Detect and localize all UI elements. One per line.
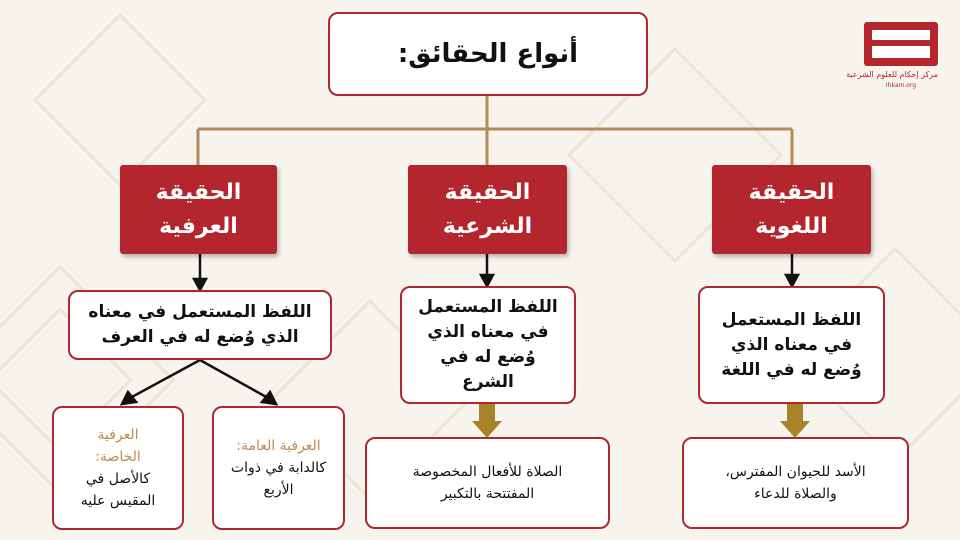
subtype-khassa-line1: كالأصل في — [85, 471, 151, 487]
logo-subtext: Ihkam.org — [885, 82, 917, 89]
example-lughawi-line2: والصلاة للدعاء — [754, 486, 837, 502]
category-urfi: الحقيقة العرفية — [120, 165, 277, 254]
definition-urfi-line2: الذي وُضع له في العرف — [101, 327, 299, 347]
definition-urfi-line1: اللفظ المستعمل في معناه — [88, 302, 312, 322]
logo-text: مركز إحكام للعلوم الشرعية — [846, 70, 938, 79]
subtype-khassa-line2: المقيس عليه — [80, 493, 156, 509]
category-shari-line2: الشرعية — [442, 213, 533, 239]
definition-shari-line1: اللفظ المستعمل — [418, 297, 558, 317]
example-shari: الصلاة للأفعال المخصوصة المفتتحة بالتكبي… — [365, 437, 610, 529]
example-shari-line1: الصلاة للأفعال المخصوصة — [412, 464, 563, 480]
subtype-amma: العرفية العامة: كالدابة في ذوات الأربع — [212, 406, 345, 530]
definition-lughawi-line3: وُضع له في اللغة — [721, 359, 862, 380]
subtype-amma-label: العرفية العامة: — [236, 438, 321, 454]
example-shari-line2: المفتتحة بالتكبير — [440, 486, 535, 502]
category-shari: الحقيقة الشرعية — [408, 165, 567, 254]
definition-shari: اللفظ المستعمل في معناه الذي وُضع له في … — [400, 286, 576, 404]
definition-lughawi-line2: في معناه الذي — [730, 334, 853, 355]
definition-shari-line2: في معناه الذي — [427, 322, 549, 342]
logo: مركز إحكام للعلوم الشرعية Ihkam.org — [846, 22, 938, 90]
example-lughawi-line1: الأسد للحيوان المفترس، — [725, 464, 866, 480]
page-title: أنواع الحقائق: — [328, 12, 648, 96]
category-urfi-line1: الحقيقة — [155, 179, 242, 205]
example-lughawi: الأسد للحيوان المفترس، والصلاة للدعاء — [682, 437, 909, 529]
category-lughawi-line2: اللغوية — [755, 213, 828, 239]
subtype-khassa-label1: العرفية — [97, 427, 139, 443]
title-text: أنواع الحقائق: — [397, 39, 579, 69]
subtype-khassa: العرفية الخاصة: كالأصل في المقيس عليه — [52, 406, 184, 530]
category-shari-line1: الحقيقة — [444, 179, 531, 205]
definition-lughawi-line1: اللفظ المستعمل — [721, 309, 862, 330]
definition-shari-line3: وُضع له في الشرع — [440, 347, 536, 392]
subtype-amma-line1: كالدابة في ذوات — [230, 460, 327, 476]
category-lughawi-line1: الحقيقة — [748, 179, 835, 205]
definition-lughawi: اللفظ المستعمل في معناه الذي وُضع له في … — [698, 286, 885, 404]
category-urfi-line2: العرفية — [159, 213, 238, 239]
category-lughawi: الحقيقة اللغوية — [712, 165, 871, 254]
definition-urfi: اللفظ المستعمل في معناه الذي وُضع له في … — [68, 290, 332, 360]
logo-mark-icon — [864, 22, 938, 66]
subtype-amma-line2: الأربع — [263, 482, 294, 498]
subtype-khassa-label2: الخاصة: — [95, 449, 141, 465]
